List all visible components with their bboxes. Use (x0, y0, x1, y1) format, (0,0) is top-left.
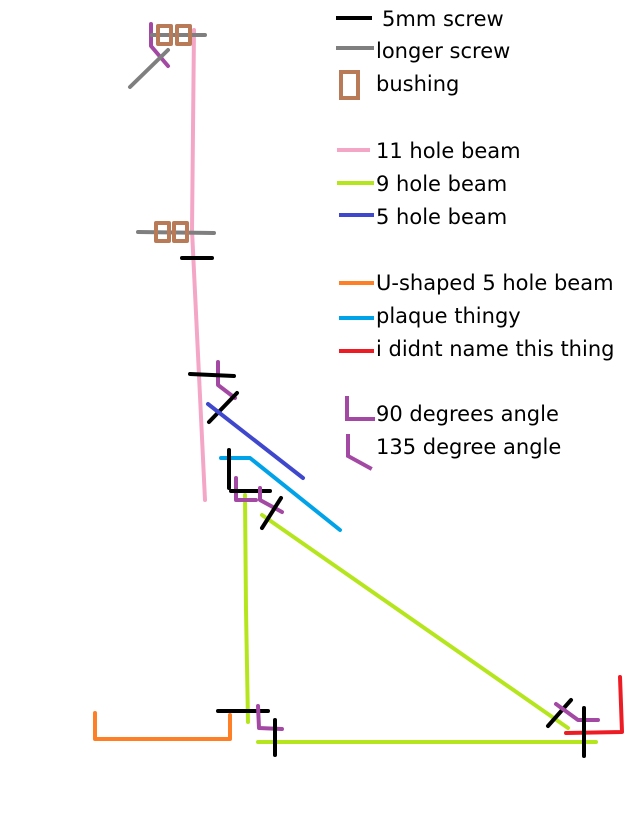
joint-angle-bracket-left (234, 476, 258, 502)
blue-5-hole-beam (206, 402, 305, 480)
green-9-hole-beam-vertical (243, 493, 250, 724)
upper-angle-bracket (216, 360, 237, 400)
middle-bushing-left (154, 221, 171, 243)
joint-5mm-screw-diagonal (260, 496, 283, 530)
legend-label-5-hole-beam: 5 hole beam (376, 205, 507, 229)
assembly-drawing (93, 22, 624, 758)
legend-label-5mm-screw: 5mm screw (382, 7, 504, 31)
green-9-hole-beam-diagonal (260, 513, 570, 730)
legend-label-11-hole-beam: 11 hole beam (376, 139, 521, 163)
legend-label-135-degree-angle: 135 degree angle (376, 435, 561, 459)
u-shaped-5-hole-beam (93, 711, 232, 741)
legend-symbol-90-degree-angle (345, 396, 375, 421)
top-bushing-right (175, 24, 192, 46)
plaque-thingy (219, 456, 342, 532)
legend-label-plaque-thingy: plaque thingy (376, 304, 521, 328)
legend-label-90-degree-angle: 90 degrees angle (376, 402, 559, 426)
pink-11-hole-beam (190, 28, 207, 502)
bottom-right-angle-bracket (554, 702, 600, 722)
upper-5mm-screw-horizontal (188, 372, 236, 378)
legend-symbol-bushing (339, 70, 360, 100)
legend-label-u-shaped-5-hole-beam: U-shaped 5 hole beam (376, 271, 614, 295)
bottom-right-5mm-screw-diagonal (546, 698, 573, 728)
top-bushing-left (156, 24, 173, 46)
legend-label-bushing: bushing (376, 72, 459, 96)
legend: 5mm screw longer screw bushing 11 hole b… (336, 7, 614, 471)
red-unnamed-part (564, 675, 624, 735)
legend-label-unnamed-thing: i didnt name this thing (376, 337, 614, 361)
legend-label-9-hole-beam: 9 hole beam (376, 172, 507, 196)
upper-5mm-screw-diagonal (207, 391, 239, 424)
middle-bushing-right (172, 221, 189, 243)
top-angle-bracket (149, 22, 170, 68)
top-long-screw-diagonal (128, 48, 170, 89)
legend-symbol-135-degree-angle (346, 434, 373, 471)
legend-label-longer-screw: longer screw (376, 39, 510, 63)
